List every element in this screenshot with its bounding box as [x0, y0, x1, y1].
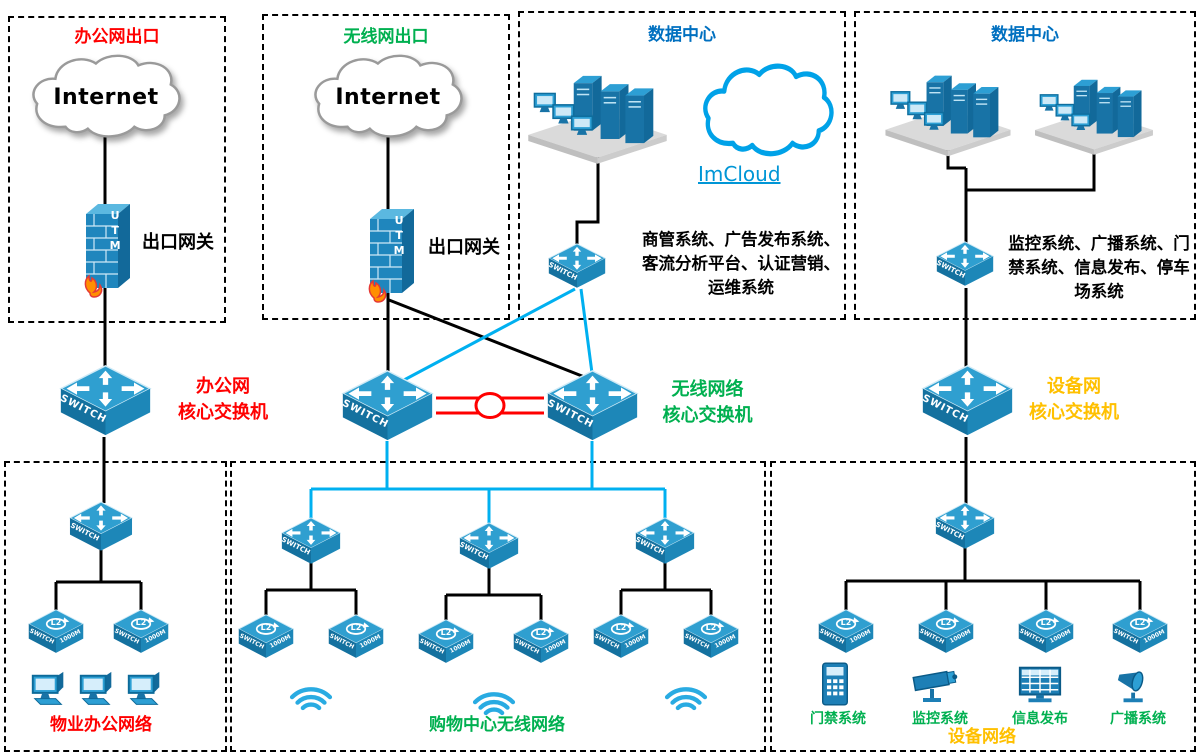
- utm-firewall-wireless: UTM: [364, 203, 416, 303]
- server-cluster-icon: [1028, 56, 1160, 160]
- l2-badge: L2: [840, 618, 852, 628]
- mall-wireless-label: 购物中心无线网络: [429, 715, 565, 735]
- wireless-core-switch-1: SWITCH: [340, 368, 435, 442]
- gateway-label-wireless: 出口网关: [428, 237, 500, 258]
- l2-badge: L2: [1134, 618, 1146, 628]
- office-core-label: 办公网 核心交换机: [178, 376, 268, 424]
- workstation-icon: [122, 670, 168, 712]
- wireless-core-label: 无线网络 核心交换机: [662, 379, 753, 427]
- door-access-label: 门禁系统: [810, 711, 866, 727]
- biz-systems-text: 商管系统、广告发布系统、客流分析平台、认证营销、运维系统: [642, 230, 840, 297]
- info-display-icon: [1016, 662, 1064, 706]
- cloud-icon: [314, 54, 463, 138]
- l2-badge: L2: [440, 628, 452, 638]
- utm-firewall-icon: [364, 203, 416, 303]
- internet-label: Internet: [53, 85, 159, 111]
- server-cluster-dev-left: [878, 50, 1018, 162]
- mall-access-switch-3: L2 SWITCH 1000M: [417, 618, 475, 664]
- l2-badge: L2: [135, 618, 147, 628]
- dev-systems-text: 监控系统、广播系统、门禁系统、信息发布、停车场系统: [1008, 234, 1190, 301]
- zone-office-exit: [8, 16, 226, 323]
- info-publish-label: 信息发布: [1012, 711, 1068, 727]
- device-dist-switch: SWITCH: [934, 501, 996, 550]
- broadcast-label: 广播系统: [1110, 711, 1166, 727]
- device-access-switch-2: L2 SWITCH 1000M: [917, 608, 975, 654]
- door-access-icon: [818, 660, 852, 708]
- mall-dist-switch-2: SWITCH: [458, 521, 520, 570]
- internet-cloud-wireless: Internet: [307, 52, 469, 144]
- door-access-icon: [818, 660, 852, 708]
- workstation-icon: [74, 670, 120, 712]
- imcloud-icon: [703, 63, 834, 157]
- mall-dist-switch-3: SWITCH: [634, 516, 696, 565]
- internet-cloud-office: Internet: [25, 52, 187, 144]
- server-cluster-icon: [520, 48, 675, 170]
- info-display-icon: [1016, 662, 1064, 706]
- office-core-switch: SWITCH: [58, 363, 153, 437]
- cloud-icon: [32, 54, 181, 138]
- broadcast-speaker-icon: [1112, 662, 1160, 706]
- cyan-connections: [309, 287, 667, 524]
- workstation-icon: [26, 670, 72, 712]
- internet-label: Internet: [335, 85, 441, 111]
- wireless-core-switch-2: SWITCH: [545, 368, 640, 442]
- zone-datacenter-biz: [518, 11, 846, 320]
- utm-firewall-office: UTM: [80, 198, 132, 298]
- zone-device-network: [770, 461, 1196, 752]
- workstation-icon-1: [26, 670, 72, 712]
- cctv-label: 监控系统: [912, 711, 968, 727]
- zone-datacenter-dev: [854, 11, 1196, 320]
- office-exit-title: 办公网出口: [74, 27, 160, 47]
- zone-property-office: [4, 461, 227, 752]
- device-network-label: 设备网络: [948, 727, 1016, 747]
- imcloud-label: ImCloud: [698, 162, 781, 186]
- zone-wireless-exit: [262, 14, 510, 320]
- imcloud-node: ImCloud: [698, 62, 838, 186]
- zone-mall-wireless: [230, 461, 766, 752]
- workstation-icon-3: [122, 670, 168, 712]
- l2-badge: L2: [1040, 618, 1052, 628]
- wireless-exit-title: 无线网出口: [343, 27, 429, 47]
- property-access-switch-2: L2 SWITCH 1000M: [112, 608, 170, 654]
- mall-access-switch-4: L2 SWITCH 1000M: [512, 618, 570, 664]
- l2-badge: L2: [705, 623, 717, 633]
- utm-label: UTM: [108, 209, 122, 254]
- datacenter-biz-switch: SWITCH: [547, 242, 607, 289]
- broadcast-speaker-icon: [1112, 662, 1160, 706]
- mall-dist-switch-1: SWITCH: [280, 516, 342, 565]
- l2-badge: L2: [50, 618, 62, 628]
- utm-label: UTM: [392, 214, 406, 259]
- property-access-switch-1: L2 SWITCH 1000M: [27, 608, 85, 654]
- server-cluster-dev-right: [1028, 56, 1160, 160]
- workstation-icon-2: [74, 670, 120, 712]
- datacenter-dev-switch: SWITCH: [935, 240, 995, 287]
- device-core-switch: SWITCH: [920, 363, 1015, 437]
- l2-badge: L2: [350, 623, 362, 633]
- l2-badge: L2: [615, 623, 627, 633]
- device-access-switch-4: L2 SWITCH 1000M: [1111, 608, 1169, 654]
- property-office-label: 物业办公网络: [50, 715, 152, 735]
- cctv-camera-icon: [908, 664, 964, 706]
- utm-firewall-icon: [80, 198, 132, 298]
- mall-access-switch-5: L2 SWITCH 1000M: [592, 613, 650, 659]
- l2-badge: L2: [535, 628, 547, 638]
- cctv-camera-icon: [908, 664, 964, 706]
- device-core-label: 设备网 核心交换机: [1029, 376, 1119, 424]
- datacenter-biz-title: 数据中心: [648, 25, 716, 45]
- datacenter-dev-title: 数据中心: [991, 25, 1059, 45]
- l2-badge: L2: [940, 618, 952, 628]
- mall-access-switch-1: L2 SWITCH 1000M: [237, 613, 295, 659]
- stack-ring: [474, 392, 506, 419]
- mall-access-switch-6: L2 SWITCH 1000M: [682, 613, 740, 659]
- server-cluster-icon: [878, 50, 1018, 162]
- gateway-label-office: 出口网关: [142, 232, 214, 253]
- mall-access-switch-2: L2 SWITCH 1000M: [327, 613, 385, 659]
- device-access-switch-1: L2 SWITCH 1000M: [817, 608, 875, 654]
- l2-badge: L2: [260, 623, 272, 633]
- property-switch: SWITCH: [68, 500, 134, 552]
- device-access-switch-3: L2 SWITCH 1000M: [1017, 608, 1075, 654]
- server-cluster-biz: [520, 48, 675, 170]
